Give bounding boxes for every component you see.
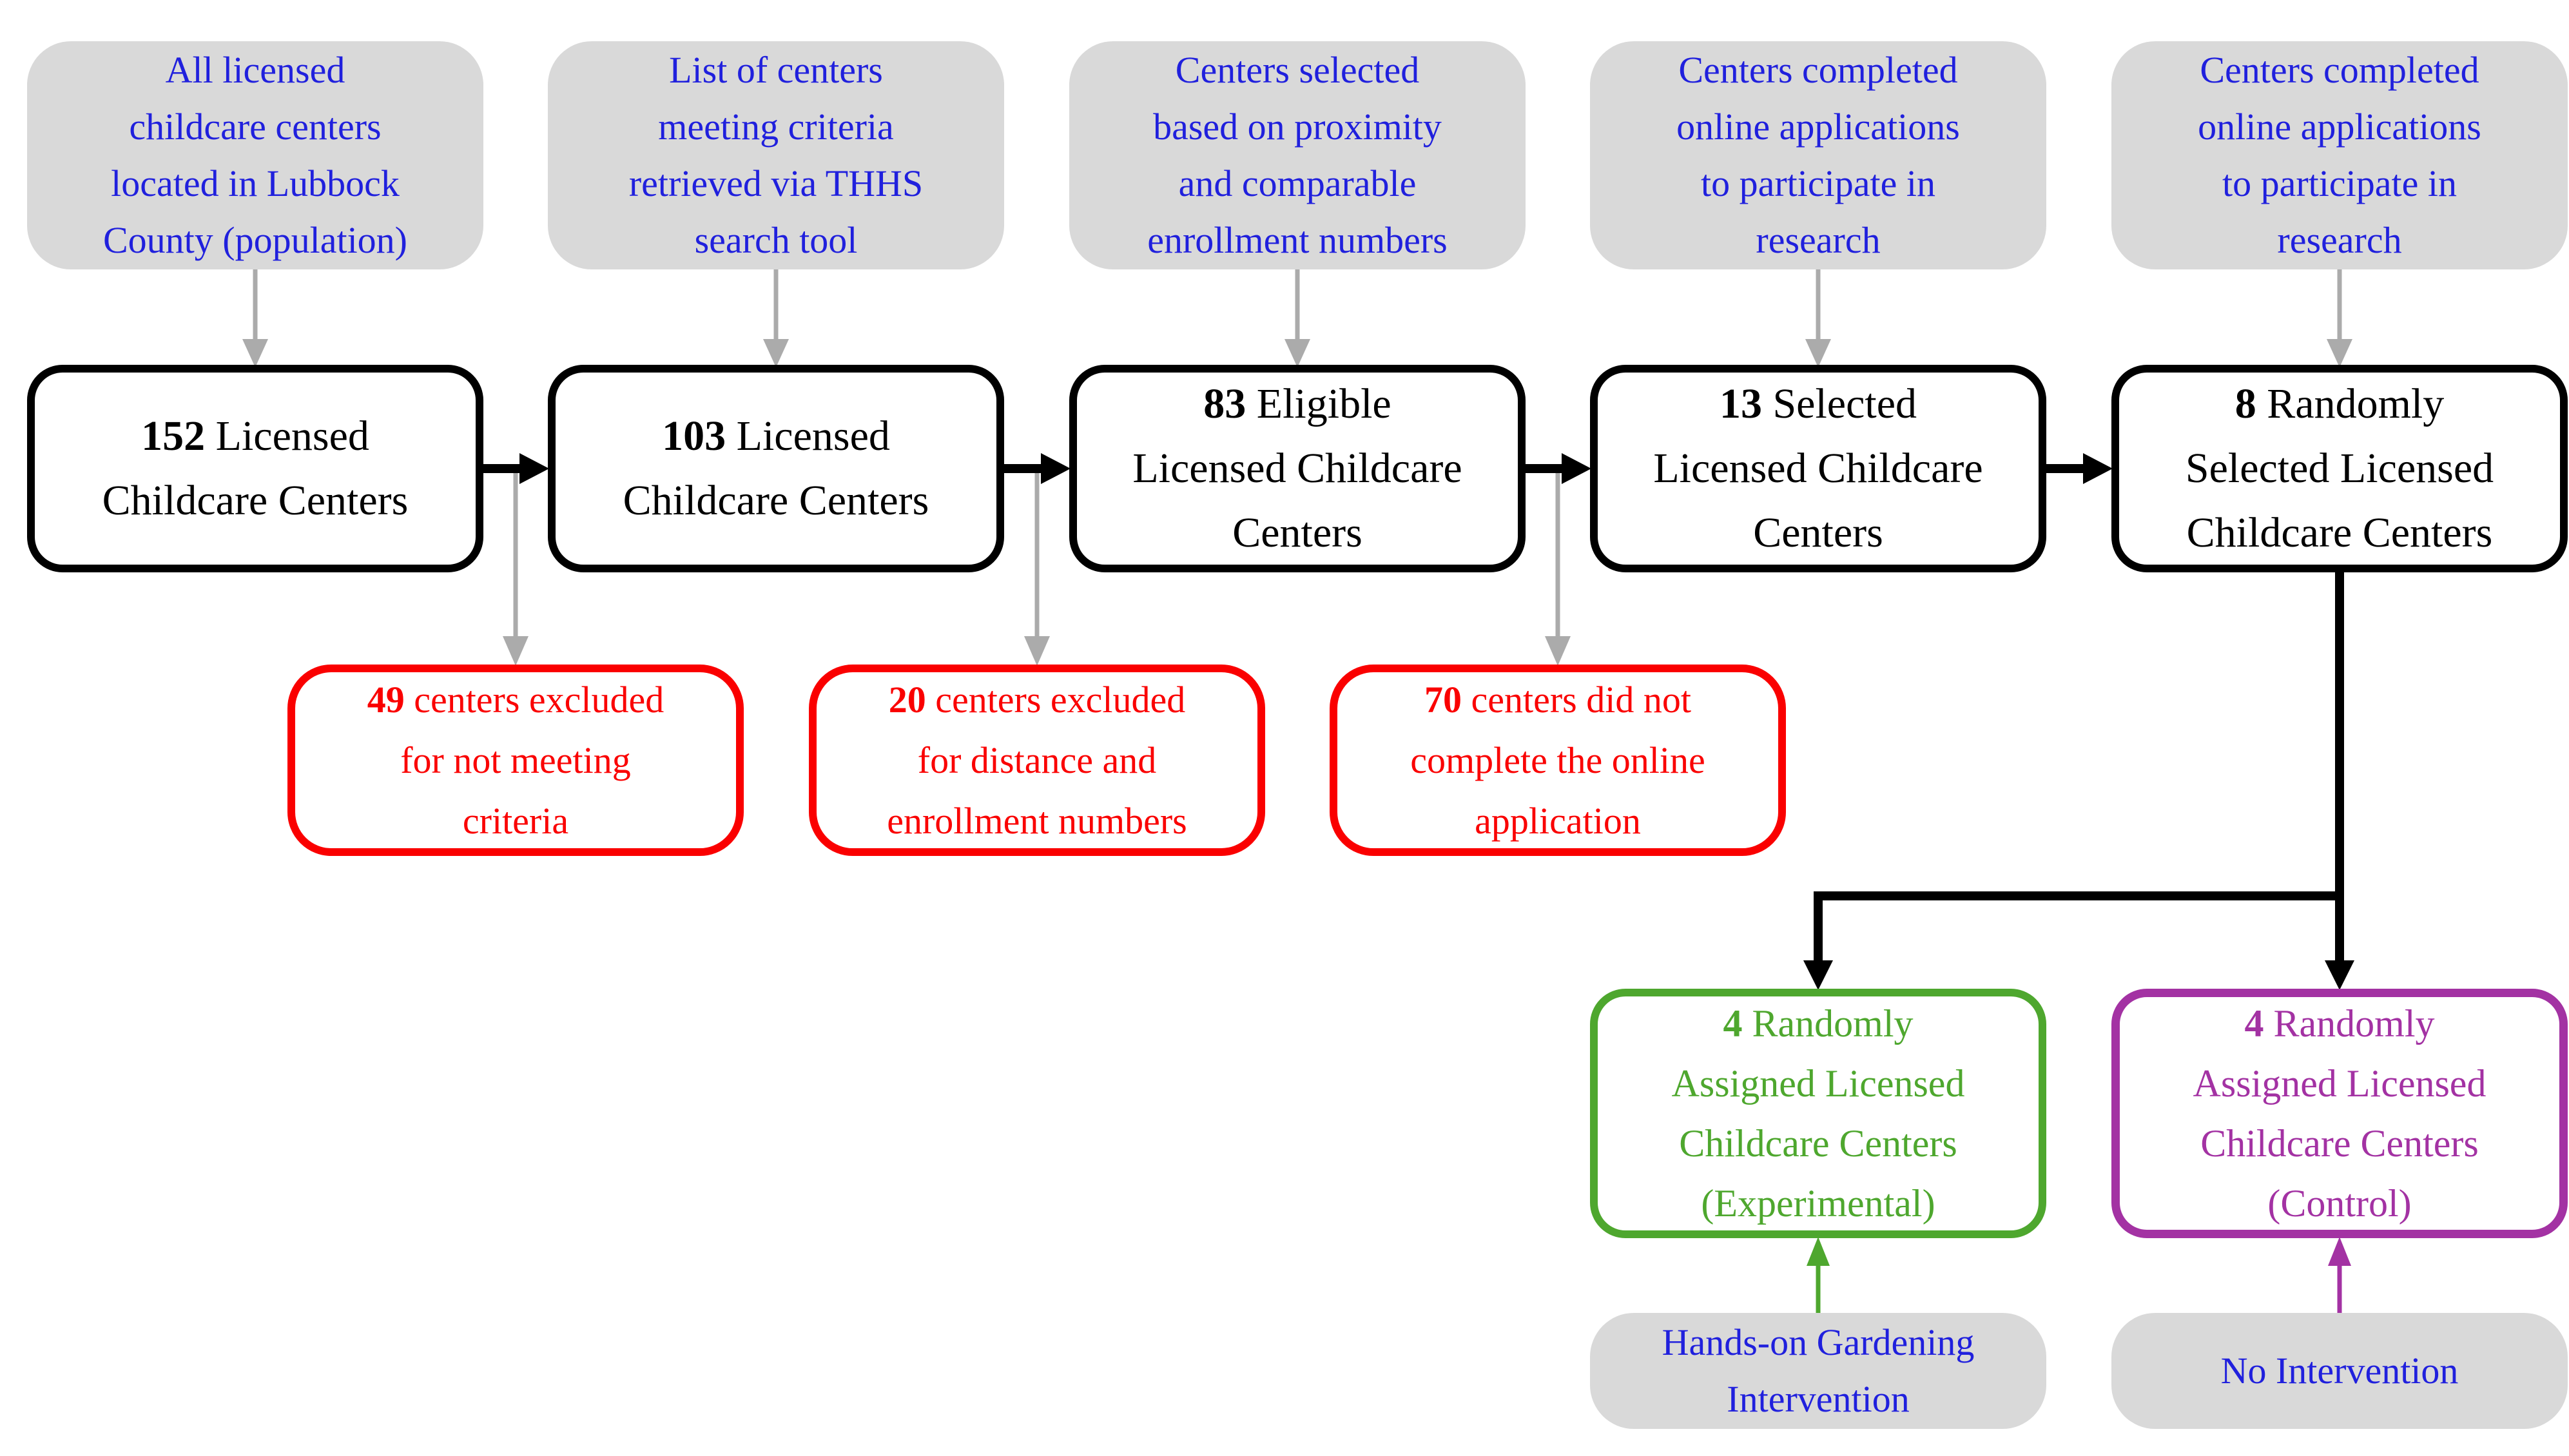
arrow-note-3-head	[1284, 339, 1310, 367]
arrow-13-to-8	[2045, 453, 2113, 484]
arrow-gardening-head	[1807, 1237, 1830, 1266]
arrow-gardening-intervention	[1807, 1237, 1830, 1314]
flow-box-83-eligible: 83 Eligible Licensed Childcare Centers	[1069, 365, 1526, 572]
flow-box-152-licensed: 152 Licensed Childcare Centers	[27, 365, 483, 572]
branch-right-head	[2325, 960, 2354, 990]
assignment-control-label: Randomly Assigned Licensed Childcare Cen…	[2193, 1002, 2487, 1225]
arrow-excluded-70	[1545, 471, 1571, 666]
arrow-excluded-20	[1024, 471, 1050, 666]
flow-box-8-label: Randomly Selected Licensed Childcare Cen…	[2185, 380, 2494, 556]
excluded-box-70: 70 centers did not complete the online a…	[1330, 665, 1786, 856]
flow-box-103-label: Licensed Childcare Centers	[623, 413, 929, 524]
note-selection-basis-text: Centers selected based on proximity and …	[1147, 49, 1448, 261]
count-152: 152	[141, 413, 206, 460]
excluded-box-49-label: centers excluded for not meeting criteri…	[400, 678, 664, 842]
intervention-box-gardening: Hands-on Gardening Intervention	[1590, 1313, 2046, 1429]
note-population-box: All licensed childcare centers located i…	[27, 41, 483, 269]
count-4-control: 4	[2244, 1002, 2264, 1045]
arrow-excluded-49	[503, 471, 528, 666]
intervention-gardening-text: Hands-on Gardening Intervention	[1662, 1321, 1975, 1420]
count-13: 13	[1719, 380, 1762, 427]
note-applications-text-2: Centers completed online applications to…	[2198, 49, 2481, 261]
count-8: 8	[2235, 380, 2256, 427]
arrow-note-2	[763, 269, 789, 367]
arrow-excluded-70-head	[1545, 636, 1571, 666]
arrow-103-to-83	[1003, 453, 1071, 484]
arrow-no-intervention-head	[2328, 1237, 2351, 1266]
excluded-box-20-text: 20 centers excluded for distance and enr…	[817, 670, 1257, 851]
note-applications-text-1: Centers completed online applications to…	[1676, 49, 1960, 261]
intervention-none-text: No Intervention	[2220, 1350, 2459, 1392]
excluded-box-49: 49 centers excluded for not meeting crit…	[287, 665, 744, 856]
arrow-note-2-head	[763, 339, 789, 367]
flow-box-152-text: 152 Licensed Childcare Centers	[35, 404, 476, 533]
flow-box-152-label: Licensed Childcare Centers	[102, 413, 409, 524]
arrow-note-5	[2327, 269, 2352, 367]
arrow-152-to-103	[482, 453, 549, 484]
flow-box-13-selected: 13 Selected Licensed Childcare Centers	[1590, 365, 2046, 572]
count-49: 49	[367, 678, 405, 721]
flow-box-8-text: 8 Randomly Selected Licensed Childcare C…	[2119, 372, 2560, 565]
assignment-experimental-text: 4 Randomly Assigned Licensed Childcare C…	[1598, 994, 2039, 1234]
excluded-box-20: 20 centers excluded for distance and enr…	[809, 665, 1265, 856]
assignment-control-text: 4 Randomly Assigned Licensed Childcare C…	[2120, 994, 2559, 1234]
arrow-13-to-8-head	[2083, 453, 2113, 484]
excluded-box-49-text: 49 centers excluded for not meeting crit…	[295, 670, 736, 851]
flow-box-13-text: 13 Selected Licensed Childcare Centers	[1598, 372, 2039, 565]
arrow-note-1-head	[242, 339, 268, 367]
note-population-text: All licensed childcare centers located i…	[102, 49, 407, 261]
arrow-note-1	[242, 269, 268, 367]
arrow-152-to-103-head	[519, 453, 549, 484]
note-criteria-list-box: List of centers meeting criteria retriev…	[548, 41, 1004, 269]
arrow-note-4	[1805, 269, 1831, 367]
count-70: 70	[1424, 678, 1462, 721]
flow-box-83-label: Eligible Licensed Childcare Centers	[1132, 380, 1462, 556]
assignment-box-experimental: 4 Randomly Assigned Licensed Childcare C…	[1590, 989, 2046, 1238]
arrow-103-to-83-head	[1041, 453, 1071, 484]
intervention-box-none: No Intervention	[2111, 1313, 2568, 1429]
excluded-box-20-label: centers excluded for distance and enroll…	[887, 678, 1187, 842]
arrow-83-to-13-head	[1562, 453, 1591, 484]
arrow-no-intervention	[2328, 1237, 2351, 1314]
branch-left-head	[1803, 960, 1833, 990]
flow-box-8-random: 8 Randomly Selected Licensed Childcare C…	[2111, 365, 2568, 572]
note-applications-box-2: Centers completed online applications to…	[2111, 41, 2568, 269]
arrow-note-5-head	[2327, 339, 2352, 367]
arrow-83-to-13	[1524, 453, 1591, 484]
count-4-experimental: 4	[1723, 1002, 1743, 1045]
flow-box-83-text: 83 Eligible Licensed Childcare Centers	[1077, 372, 1518, 565]
count-20: 20	[888, 678, 926, 721]
assignment-experimental-label: Randomly Assigned Licensed Childcare Cen…	[1671, 1002, 1965, 1225]
excluded-box-70-label: centers did not complete the online appl…	[1410, 678, 1705, 842]
assignment-box-control: 4 Randomly Assigned Licensed Childcare C…	[2111, 989, 2568, 1238]
note-criteria-list-text: List of centers meeting criteria retriev…	[628, 49, 924, 261]
arrow-note-4-head	[1805, 339, 1831, 367]
branch-to-assignments	[1803, 571, 2354, 990]
flow-box-13-label: Selected Licensed Childcare Centers	[1653, 380, 1983, 556]
excluded-box-70-text: 70 centers did not complete the online a…	[1337, 670, 1778, 851]
arrow-excluded-49-head	[503, 636, 528, 666]
flow-box-103-text: 103 Licensed Childcare Centers	[556, 404, 996, 533]
note-applications-box-1: Centers completed online applications to…	[1590, 41, 2046, 269]
count-83: 83	[1203, 380, 1246, 427]
arrow-excluded-20-head	[1024, 636, 1050, 666]
arrow-note-3	[1284, 269, 1310, 367]
flow-box-103-licensed: 103 Licensed Childcare Centers	[548, 365, 1004, 572]
note-selection-basis-box: Centers selected based on proximity and …	[1069, 41, 1526, 269]
count-103: 103	[662, 413, 726, 460]
